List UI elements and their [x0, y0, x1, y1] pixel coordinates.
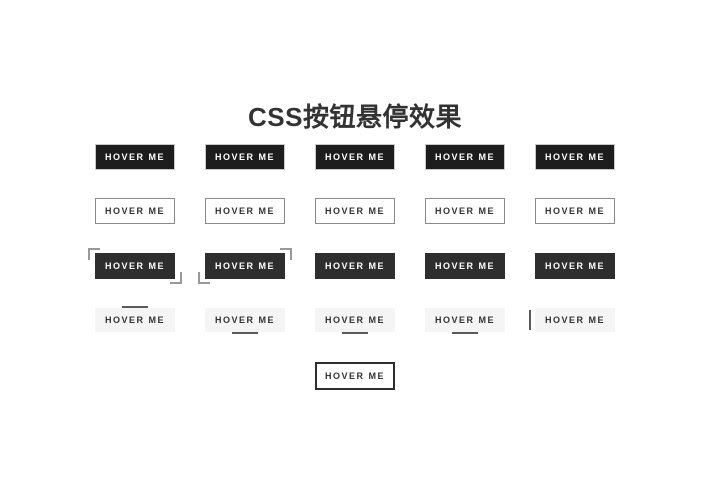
hover-button-outline-1[interactable]: HOVER ME	[95, 198, 175, 224]
hover-button-solid-dark-4[interactable]: HOVER ME	[425, 144, 505, 170]
button-row-accent-line: HOVER ME HOVER ME HOVER ME HOVER ME HOVE…	[95, 306, 615, 334]
button-row-outline-light: HOVER ME HOVER ME HOVER ME HOVER ME HOVE…	[95, 198, 615, 224]
button-label: HOVER ME	[214, 261, 275, 271]
hover-button-brackets-3[interactable]: HOVER ME	[315, 253, 395, 279]
corner-bracket-bottom-right-icon	[170, 272, 182, 284]
hover-button-outline-4[interactable]: HOVER ME	[425, 198, 505, 224]
button-label: HOVER ME	[434, 315, 495, 325]
hover-button-outline-dark[interactable]: HOVER ME	[315, 362, 395, 390]
hover-button-solid-dark-3[interactable]: HOVER ME	[315, 144, 395, 170]
corner-bracket-top-right-icon	[280, 248, 292, 260]
hover-button-line-left[interactable]: HOVER ME	[529, 308, 615, 332]
button-label: HOVER ME	[324, 315, 385, 325]
accent-line-bottom	[232, 332, 258, 334]
hover-button-brackets-4[interactable]: HOVER ME	[425, 253, 505, 279]
button-label: HOVER ME	[544, 315, 605, 325]
hover-button-line-top[interactable]: HOVER ME	[95, 306, 175, 332]
hover-button-brackets-5[interactable]: HOVER ME	[535, 253, 615, 279]
button-label: HOVER ME	[214, 315, 275, 325]
hover-button-line-bottom-2[interactable]: HOVER ME	[315, 308, 395, 334]
button-grid: HOVER ME HOVER ME HOVER ME HOVER ME HOVE…	[88, 144, 615, 394]
hover-button-brackets-2[interactable]: HOVER ME	[198, 248, 292, 284]
hover-button-outline-5[interactable]: HOVER ME	[535, 198, 615, 224]
hover-button-solid-dark-2[interactable]: HOVER ME	[205, 144, 285, 170]
page-title: CSS按钮悬停效果	[248, 102, 462, 133]
hover-button-solid-dark-5[interactable]: HOVER ME	[535, 144, 615, 170]
button-label: HOVER ME	[104, 315, 165, 325]
button-label: HOVER ME	[104, 261, 165, 271]
hover-button-solid-dark-1[interactable]: HOVER ME	[95, 144, 175, 170]
corner-bracket-bottom-left-icon	[198, 272, 210, 284]
corner-bracket-top-left-icon	[88, 248, 100, 260]
accent-line-left	[529, 310, 531, 330]
hover-button-line-bottom-1[interactable]: HOVER ME	[205, 308, 285, 334]
hover-button-brackets-1[interactable]: HOVER ME	[88, 248, 182, 284]
button-row-corner-brackets: HOVER ME HOVER ME HOVER ME HOVER ME HOVE…	[88, 248, 615, 284]
accent-line-top	[122, 306, 148, 308]
button-row-solid-dark: HOVER ME HOVER ME HOVER ME HOVER ME HOVE…	[95, 144, 615, 170]
button-row-outline-dark: HOVER ME	[95, 362, 615, 390]
hover-button-line-bottom-3[interactable]: HOVER ME	[425, 308, 505, 334]
hover-button-outline-3[interactable]: HOVER ME	[315, 198, 395, 224]
accent-line-bottom	[342, 332, 368, 334]
accent-line-bottom	[452, 332, 478, 334]
hover-button-outline-2[interactable]: HOVER ME	[205, 198, 285, 224]
